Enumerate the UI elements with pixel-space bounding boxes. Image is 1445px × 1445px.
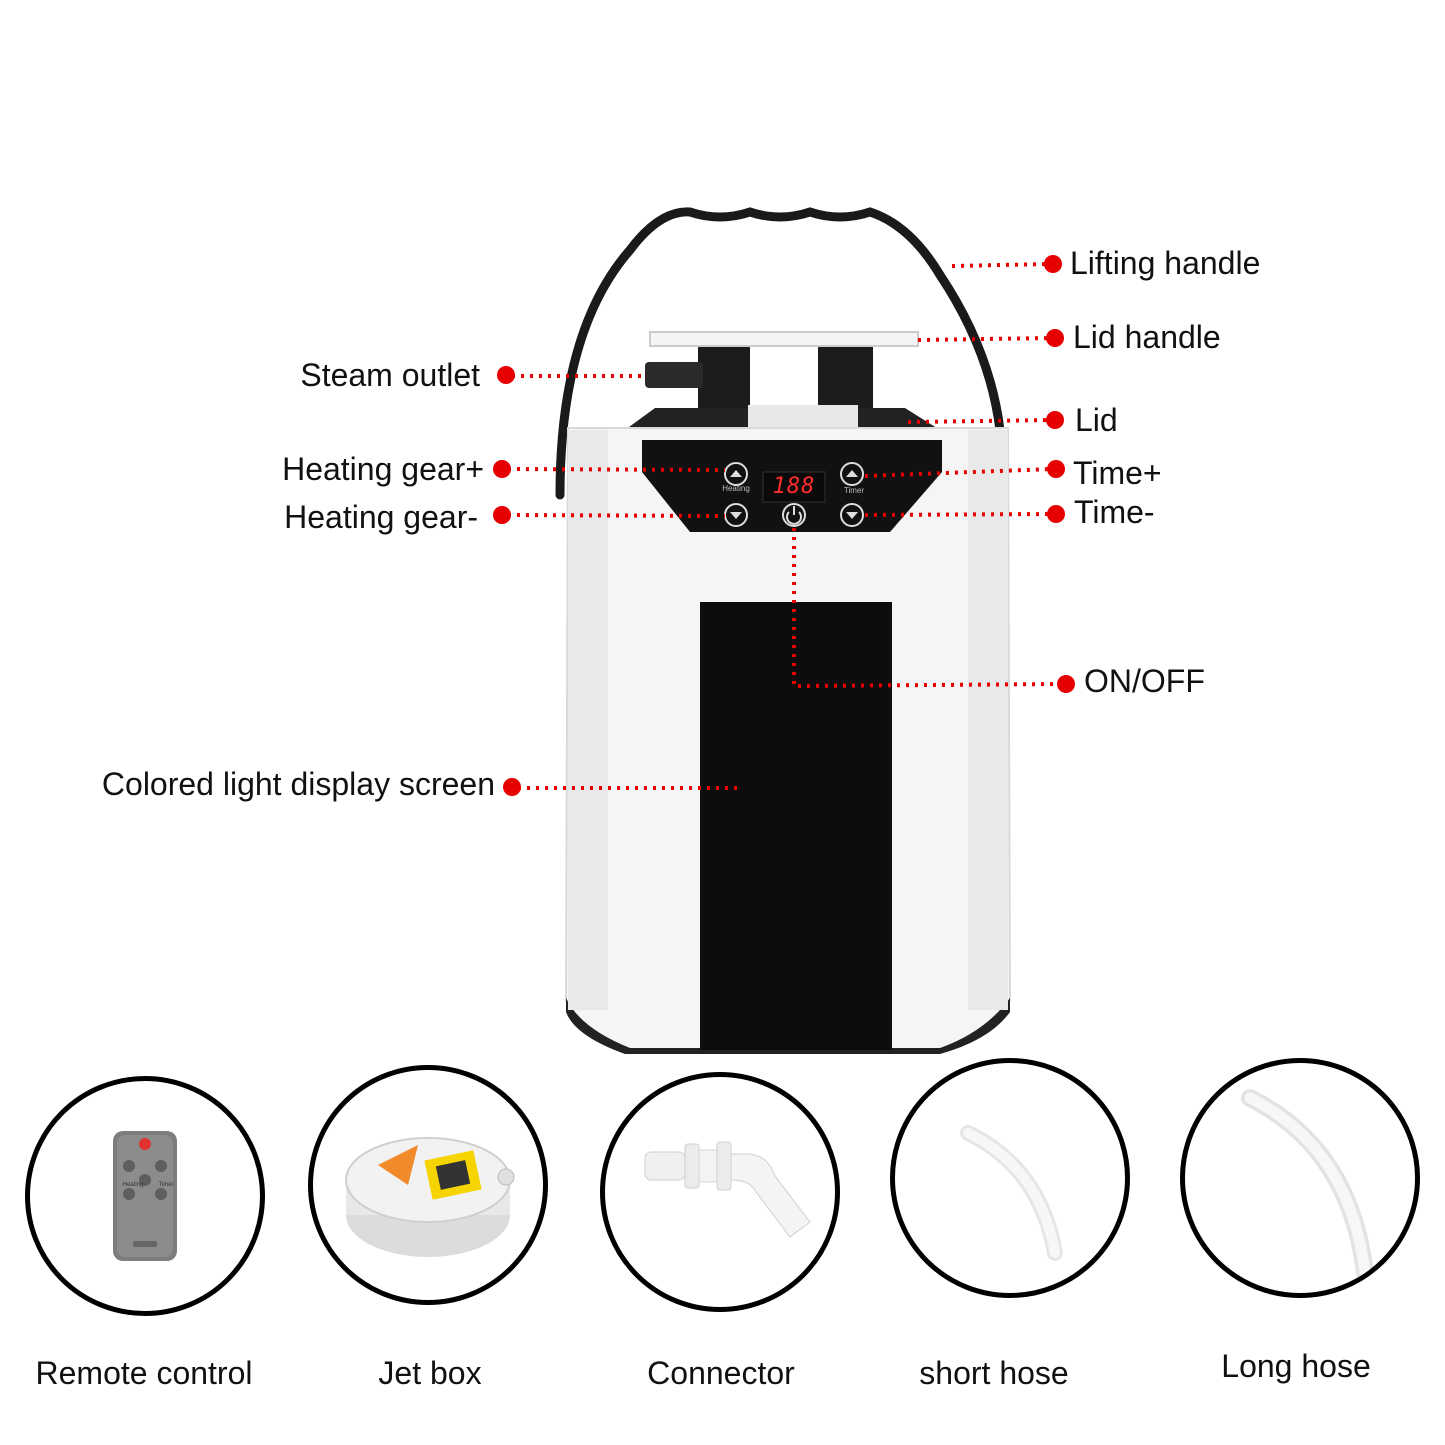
timer-down-button [840,503,864,527]
label-colored-light-display: Colored light display screen [101,766,495,802]
long-hose-icon [1241,1089,1374,1282]
timer-up-button [840,462,864,486]
digit-display-value: 188 [772,474,816,499]
label-lid-handle: Lid handle [1073,319,1221,355]
remote-heating-label: Heating [122,1182,144,1188]
connector-icon [644,1141,811,1238]
caption-remote-control: Remote control [35,1355,253,1391]
steam-outlet [645,362,703,388]
label-lid: Lid [1075,402,1118,438]
callout-lines [507,262,1065,790]
remote-timer-label: Timer [158,1182,174,1188]
accessory-short-hose [890,1058,1130,1298]
lifting-handle [555,207,1007,505]
heating-up-button [724,462,748,486]
label-heating-gear-plus: Heating gear+ [282,451,484,487]
label-time-plus: Time+ [1073,455,1162,491]
body-shade-right [968,430,1008,1010]
jet-box-icon [345,1137,515,1257]
caption-jet-box: Jet box [378,1355,482,1391]
body-shade-left [568,430,608,1010]
caption-short-hose: short hose [919,1355,1069,1391]
panel-heating-label: Heating [722,484,750,493]
label-on-off: ON/OFF [1084,663,1205,699]
label-heating-gear-minus: Heating gear- [284,499,478,535]
caption-long-hose: Long hose [1221,1348,1371,1384]
accessory-connector [600,1072,840,1312]
panel-timer-label: Timer [843,486,865,495]
short-hose-icon [960,1125,1063,1261]
accessory-jet-box [308,1065,548,1305]
lid-handle [649,331,919,347]
digit-display [762,471,826,503]
caption-connector: Connector [647,1355,795,1391]
remote-control-icon [113,1131,177,1261]
power-button [782,503,806,527]
accessory-long-hose [1180,1058,1420,1298]
label-lifting-handle: Lifting handle [1070,245,1261,281]
colored-light-display-screen [700,602,892,1050]
accessory-remote-control: Heating Timer [25,1076,265,1316]
label-time-minus: Time- [1074,494,1155,530]
callout-dots [493,255,1075,796]
label-steam-outlet: Steam outlet [300,357,480,393]
